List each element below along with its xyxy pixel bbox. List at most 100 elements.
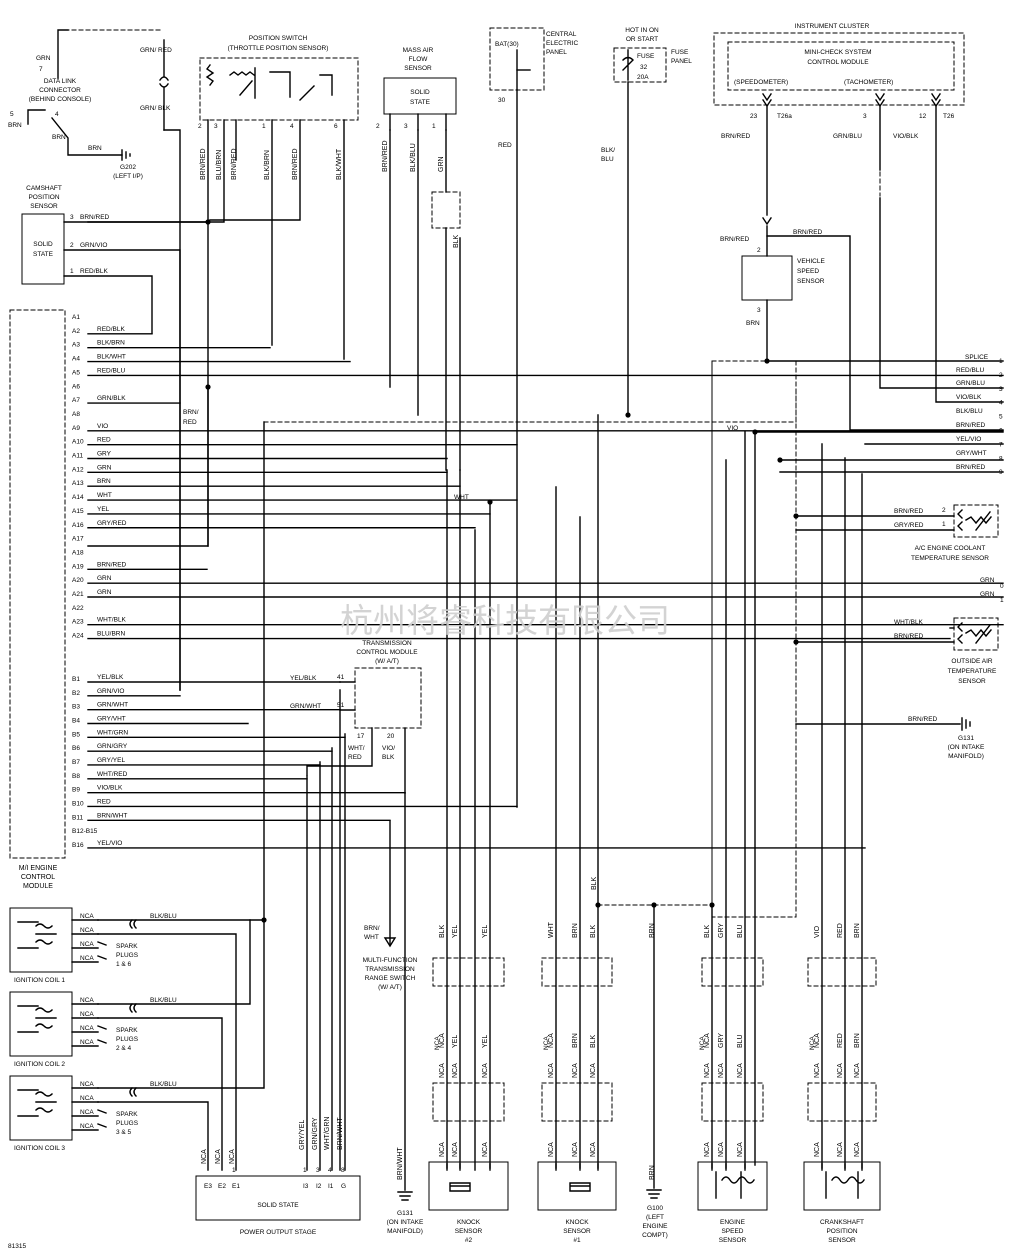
connector-symbol: [159, 76, 169, 88]
wire-label: GRN/ RED: [140, 47, 172, 54]
splice-title: SPLICE: [965, 354, 989, 361]
wire-label: BLK/BLU: [150, 997, 177, 1004]
wire-label: BRN/WHT: [337, 1117, 344, 1150]
splice-dot: [777, 457, 783, 463]
wire-label: VIO/BLK: [382, 745, 395, 761]
ecm-pin-b10: B10: [72, 800, 84, 807]
ecm-wire-label: YEL: [97, 506, 110, 513]
wire-label: NCA: [439, 1033, 446, 1048]
ignition-coil-box: [9, 991, 73, 1057]
pin-number: 3: [404, 123, 408, 130]
nca-label: NCA: [434, 1036, 441, 1050]
wire-label: BRN/RED: [720, 236, 750, 243]
splice-dot: [764, 358, 770, 364]
gauge-label: (TACHOMETER): [844, 79, 893, 86]
ecm-pin-b7: B7: [72, 759, 80, 766]
ecm-wire-label: GRN/BLK: [97, 395, 126, 402]
wire-label: YEL: [452, 1035, 459, 1048]
wire-label: BRN/RED: [908, 716, 938, 723]
ecm-pin-a13: A13: [72, 480, 84, 487]
ecm-pin-a11: A11: [72, 453, 83, 460]
vss-wire: [766, 235, 1004, 431]
ignition-coil-box: [9, 907, 73, 973]
ecm-wire-label: WHT/GRN: [97, 729, 128, 736]
throttle-title: POSITION SWITCH: [249, 35, 308, 42]
throttle-title: (THROTTLE POSITION SENSOR): [228, 45, 329, 52]
pin-number: 2: [757, 247, 761, 254]
data-link-wire: [57, 29, 69, 79]
coil-name: IGNITION COIL 3: [14, 1145, 65, 1152]
shield: [541, 1082, 613, 1122]
nca-label: NCA: [704, 1063, 711, 1078]
central-panel-box: [489, 27, 545, 91]
wire-label: BLU/BRN: [216, 150, 223, 180]
data-link-wire: [27, 109, 46, 125]
splice-dot: [487, 499, 493, 505]
pin-number: 2: [70, 242, 74, 249]
wire-label: BLK: [590, 924, 597, 938]
nca-label: NCA: [439, 1142, 446, 1157]
coil-symbol: [17, 1005, 57, 1033]
plug-symbol: [97, 919, 137, 960]
nca-label: NCA: [572, 1142, 579, 1157]
connector-label: T26: [943, 113, 955, 120]
splice-label: BRN/RED: [956, 422, 986, 429]
fuse-label: 32: [640, 64, 648, 71]
sensor-box: [428, 1161, 509, 1211]
wire-label: BRN/RED: [793, 229, 823, 236]
wire-label: BRN/RED: [80, 214, 110, 221]
ecm-wire-label: GRN: [97, 575, 112, 582]
ecm-wire-label: BRN: [97, 478, 111, 485]
wire-label: GRN: [980, 591, 995, 598]
ecm-pin-a4: A4: [72, 356, 80, 363]
splice-number: 1: [999, 358, 1003, 365]
ecm-pin-a22: A22: [72, 605, 84, 612]
coil-element: [715, 1171, 755, 1199]
pin-number: 2: [376, 123, 380, 130]
ecm-pin-b1: B1: [72, 676, 80, 683]
ecm-wire-label: GRY: [97, 451, 112, 458]
nca-label: NCA: [80, 955, 94, 962]
pin-number: 2: [198, 123, 202, 130]
ecm-wire-label: GRY/RED: [97, 520, 127, 527]
ecm-wire-label: GRY/VHT: [97, 715, 126, 722]
wire-label: NCA: [704, 1033, 711, 1048]
ground-label: G202(LEFT I/P): [113, 164, 143, 180]
nca-label: NCA: [80, 1123, 94, 1130]
splice-number: 5: [999, 414, 1003, 421]
throttle-switch-box: [199, 57, 359, 121]
nca-label: NCA: [837, 1142, 844, 1157]
wire-label: BLK: [591, 876, 598, 890]
ecm-pin-a18: A18: [72, 549, 84, 556]
nca-label: NCA: [439, 1063, 446, 1078]
pin-number: 41: [337, 674, 345, 681]
wire-label: GRY/RED: [894, 522, 924, 529]
ecm-pin-a8: A8: [72, 411, 80, 418]
knock-element: [449, 1182, 471, 1192]
pin-number: I2: [316, 1183, 322, 1190]
splice-dot: [793, 513, 799, 519]
pin-number: I1: [328, 1183, 334, 1190]
splice-number: 3: [999, 386, 1003, 393]
ecm-wire-label: RED/BLU: [97, 367, 125, 374]
nca-label: NCA: [80, 997, 94, 1004]
wire-label: BRN: [572, 1033, 579, 1048]
data-link-wire: [51, 117, 123, 156]
wire-label: GRN/GRY: [312, 1117, 319, 1150]
knock-element: [569, 1182, 591, 1192]
shield: [807, 957, 877, 987]
wire-label: BLK/BLU: [150, 1081, 177, 1088]
ecm-wire-label: BLK/BRN: [97, 340, 125, 347]
connector-label: T26a: [777, 113, 792, 120]
wire-label: WHT/BLK: [894, 619, 924, 626]
wire-label: BRN: [746, 320, 760, 327]
wire-label: BRN/RED: [894, 508, 924, 515]
ecm-pin-a6: A6: [72, 383, 80, 390]
wire-label: BLU: [737, 924, 744, 938]
